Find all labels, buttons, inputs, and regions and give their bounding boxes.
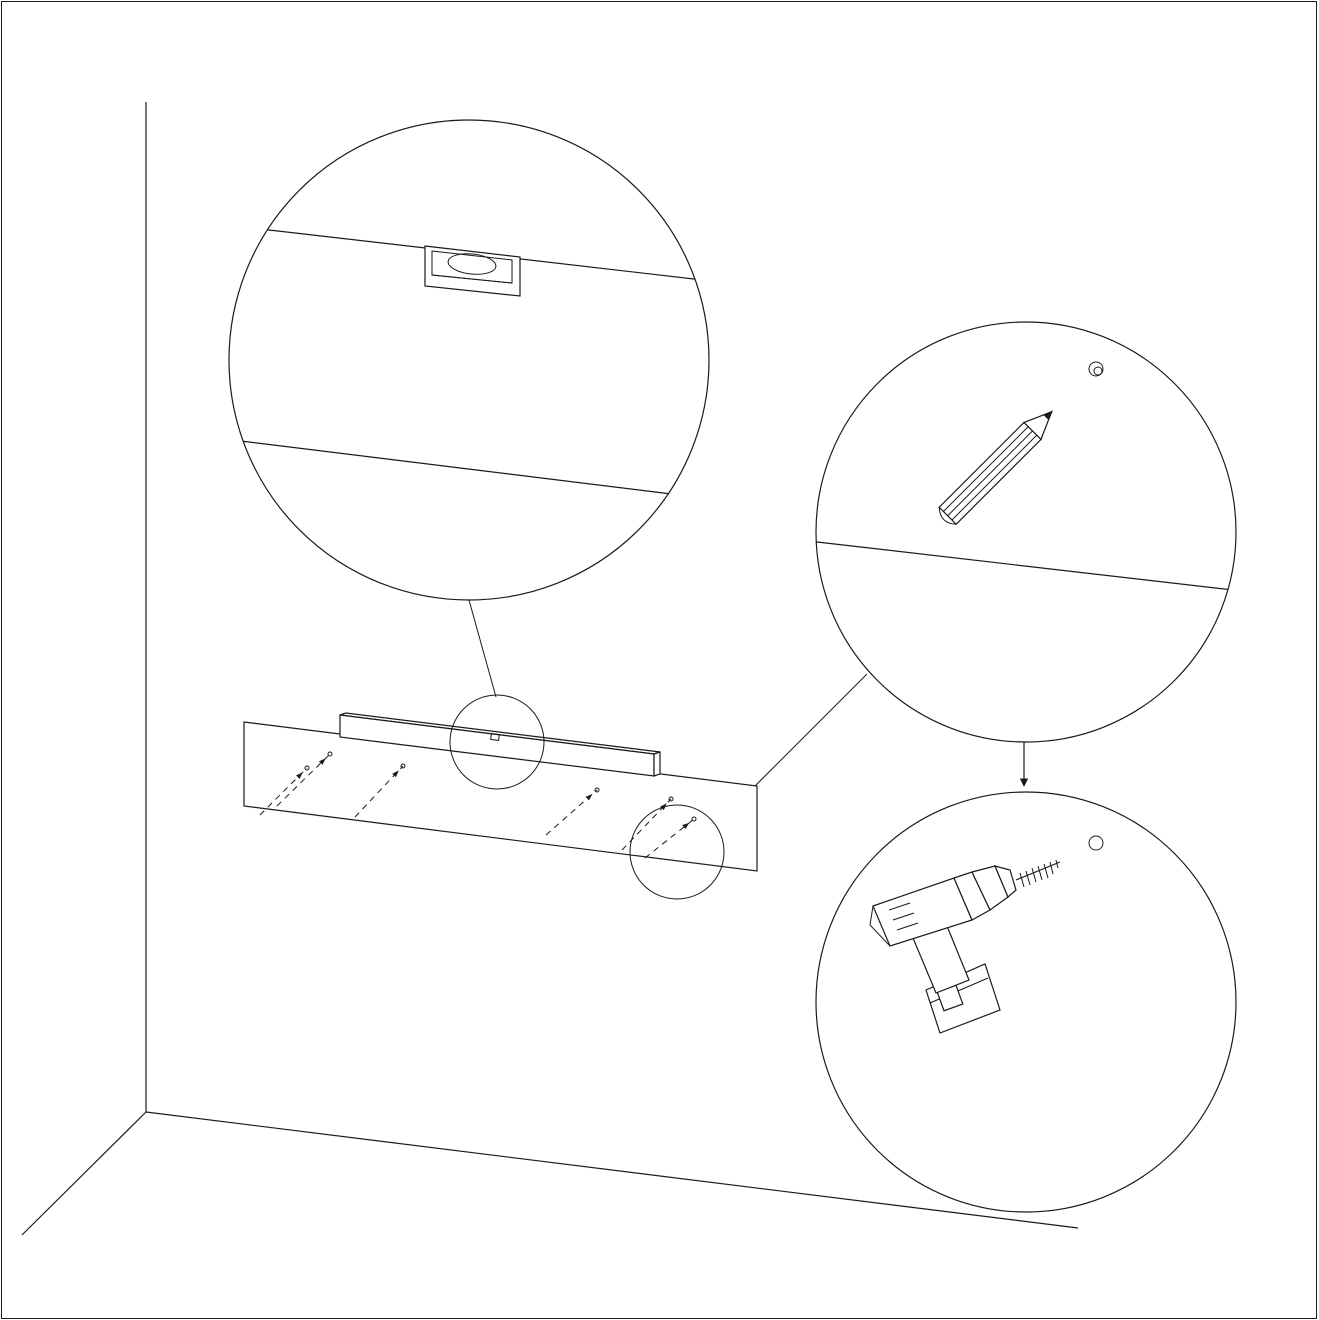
screw-mark <box>545 787 600 836</box>
pencil-icon <box>938 410 1054 526</box>
screw-icon <box>1015 859 1061 888</box>
marked-hole-icon <box>1088 361 1104 377</box>
screw-mark <box>259 765 310 816</box>
pilot-hole-icon <box>1088 835 1104 851</box>
level-detail-marker <box>449 694 545 790</box>
screw-mark <box>354 763 406 818</box>
drill-hole-detail <box>815 791 1237 1213</box>
screw-mark <box>644 816 697 859</box>
drill-icon <box>869 865 1017 1034</box>
room-corner <box>21 102 1079 1236</box>
level-vial-icon <box>424 245 521 297</box>
screw-detail-marker <box>629 804 725 900</box>
level-check-detail <box>228 119 710 601</box>
mark-hole-detail <box>815 321 1237 743</box>
screw-mark <box>276 751 333 807</box>
spirit-level-icon <box>339 712 661 777</box>
